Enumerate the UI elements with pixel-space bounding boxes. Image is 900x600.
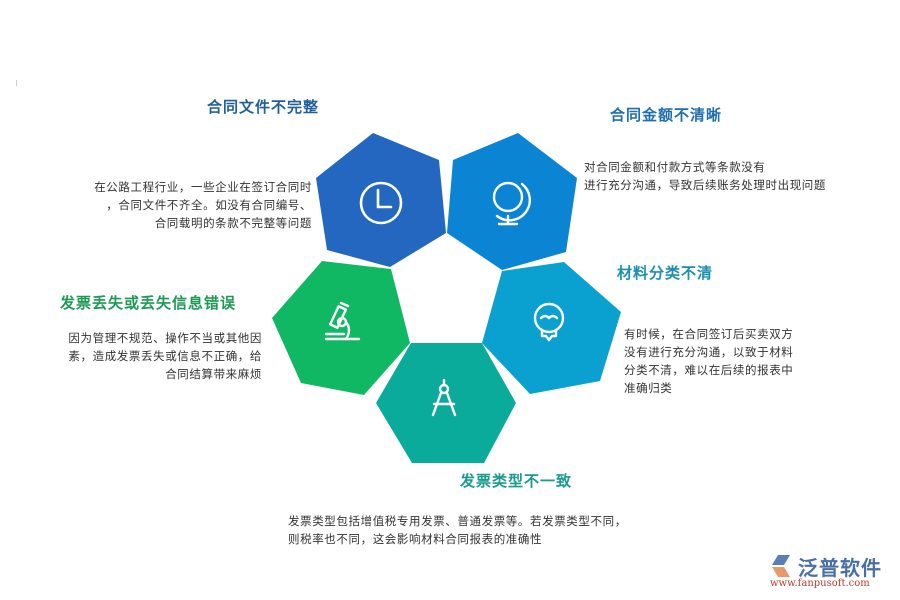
desc-invoice-lost: 因为管理不规范、操作不当或其他因 素，造成发票丢失或信息不正确，给 合同结算带来… bbox=[68, 331, 262, 381]
logo-url: www.fanpusoft.com bbox=[770, 578, 870, 589]
title-invoice-type: 发票类型不一致 bbox=[460, 472, 573, 490]
clock-icon bbox=[359, 181, 403, 225]
hexagon-contract-docs bbox=[316, 133, 446, 267]
lightbulb-icon bbox=[533, 302, 565, 342]
compass-icon bbox=[431, 378, 457, 417]
logo-mark-icon bbox=[772, 555, 790, 577]
title-contract-amount: 合同金额不清晰 bbox=[610, 106, 723, 124]
desc-contract-docs: 在公路工程行业，一些企业在签订合同时 ，合同文件不齐全。如没有合同编号、 合同载… bbox=[94, 180, 312, 230]
brand-logo: 泛普软件 www.fanpusoft.com bbox=[768, 552, 894, 594]
desc-invoice-type: 发票类型包括增值税专用发票、普通发票等。若发票类型不同， 则税率也不同，这会影响… bbox=[288, 514, 627, 546]
title-invoice-lost: 发票丢失或丢失信息错误 bbox=[60, 294, 237, 312]
desc-contract-amount: 对合同金额和付款方式等条款没有 进行充分沟通，导致后续账务处理时出现问题 bbox=[584, 160, 826, 192]
hexagon-contract-amount bbox=[447, 133, 577, 270]
title-material-class: 材料分类不清 bbox=[617, 264, 714, 282]
logo-name: 泛普软件 bbox=[798, 556, 882, 580]
hexagon-invoice-lost bbox=[272, 261, 410, 395]
hexagon-material-class bbox=[482, 262, 621, 394]
title-contract-docs: 合同文件不完整 bbox=[207, 98, 320, 116]
desc-material-class: 有时候，在合同签订后买卖双方 没有进行充分沟通，以致于材料 分类不清，难以在后续… bbox=[624, 327, 794, 395]
microscope-icon bbox=[324, 301, 361, 341]
decorative-tick bbox=[16, 80, 17, 86]
globe-icon bbox=[492, 181, 531, 226]
